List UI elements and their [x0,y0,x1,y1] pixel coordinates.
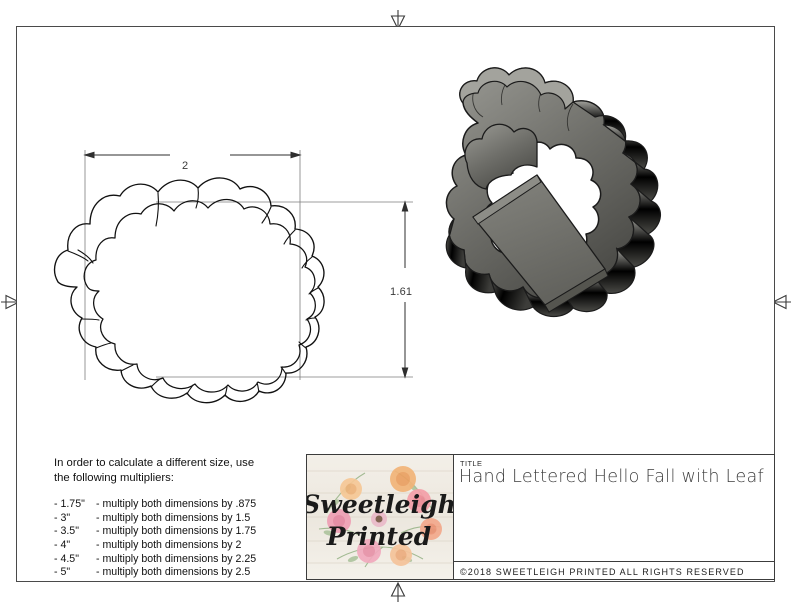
title-band: In order to calculate a different size, … [16,452,775,582]
multiplier-instruction: - multiply both dimensions by 2.5 [96,566,251,579]
multiplier-row: - 3" - multiply both dimensions by 1.5 [54,512,316,526]
title-block-label: TITLE [460,459,483,468]
part-title: Hand Lettered Hello Fall with Leaf [459,467,764,487]
multiplier-size: - 4" [54,538,71,551]
multiplier-instruction: - multiply both dimensions by 1.5 [96,511,251,524]
multiplier-instruction: - multiply both dimensions by 2.25 [96,552,257,565]
dimension-height-label: 1.61 [390,286,413,298]
multiplier-row: - 4" - multiply both dimensions by 2 [54,539,316,553]
multiplier-instruction: - multiply both dimensions by 2 [96,538,242,551]
multiplier-instruction: - multiply both dimensions by 1.75 [96,525,257,538]
multiplier-size: - 4.5" [54,552,79,565]
brand-logo: Sweetleigh Printed [306,454,454,580]
multiplier-size: - 5" [54,566,71,579]
multiplier-row: - 4.5" - multiply both dimensions by 2.2… [54,553,316,567]
multiplier-instruction: - multiply both dimensions by .875 [96,498,257,511]
multiplier-size: - 1.75" [54,498,85,511]
multiplier-row: - 5" - multiply both dimensions by 2.5 [54,566,316,580]
multiplier-size: - 3.5" [54,525,79,538]
sizing-notes: In order to calculate a different size, … [54,456,316,580]
brand-script-line-1: Sweetleigh [307,490,453,519]
multiplier-list: - 1.75" - multiply both dimensions by .8… [54,498,316,580]
dimension-width-label: 2 [182,160,189,172]
title-block: TITLE Hand Lettered Hello Fall with Leaf… [454,454,775,580]
part-3d-render [415,55,680,325]
brand-script-line-2: Printed [326,522,432,551]
multiplier-size: - 3" [54,511,71,524]
title-block-divider [454,560,774,562]
multiplier-row: - 1.75" - multiply both dimensions by .8… [54,498,316,512]
notes-line-2: the following multipliers: [54,471,174,484]
notes-line-1: In order to calculate a different size, … [54,457,255,469]
part-outline-view [18,130,413,420]
copyright-notice: ©2018 SWEETLEIGH PRINTED ALL RIGHTS RESE… [460,566,745,577]
multiplier-row: - 3.5" - multiply both dimensions by 1.7… [54,525,316,539]
